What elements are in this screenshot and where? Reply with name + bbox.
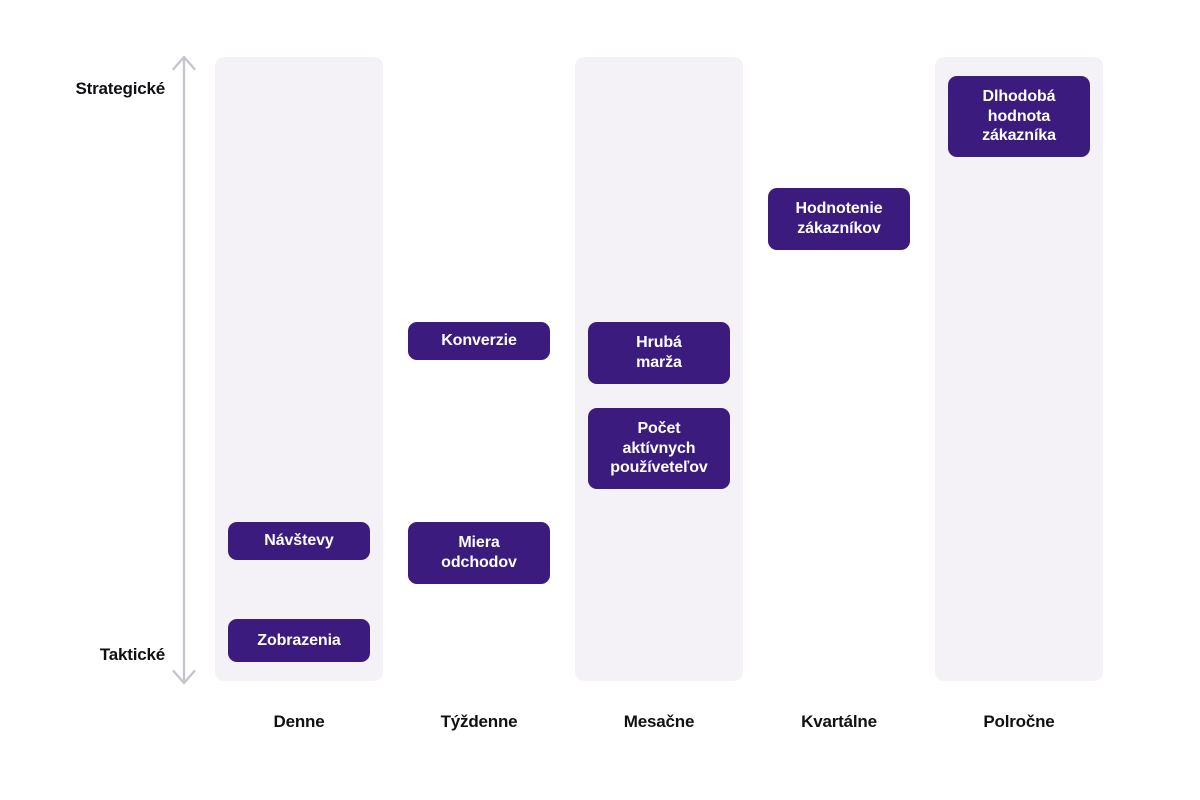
column-kvartalne: Hodnotenie zákazníkov Kvartálne <box>755 0 923 800</box>
y-axis: Strategické Taktické <box>0 0 210 800</box>
column-denne: Návštevy Zobrazenia Denne <box>215 0 383 800</box>
column-tyzdenne: Konverzie Miera odchodov Týždenne <box>395 0 563 800</box>
column-label-tyzdenne: Týždenne <box>440 712 518 731</box>
column-mesacne: Hrubá marža Počet aktívnych používeteľov… <box>575 0 743 800</box>
metric-card-miera-odchodov[interactable]: Miera odchodov <box>408 522 550 584</box>
metric-card-hruba-marza[interactable]: Hrubá marža <box>588 322 730 384</box>
column-label-denne: Denne <box>273 712 325 731</box>
metric-card-zobrazenia[interactable]: Zobrazenia <box>228 619 370 662</box>
metric-card-dlhodoba-hodnota-zakaznika[interactable]: Dlhodobá hodnota zákazníka <box>948 76 1090 157</box>
y-axis-bottom-label: Taktické <box>99 645 165 664</box>
column-band-polrocne <box>935 57 1103 681</box>
column-label-mesacne: Mesačne <box>623 712 695 731</box>
double-headed-vertical-arrow-icon <box>172 55 196 685</box>
column-label-kvartalne: Kvartálne <box>801 712 877 731</box>
metric-card-navstevy[interactable]: Návštevy <box>228 522 370 560</box>
metric-card-hodnotenie-zakaznikov[interactable]: Hodnotenie zákazníkov <box>768 188 910 250</box>
column-label-polrocne: Polročne <box>983 712 1055 731</box>
column-polrocne: Dlhodobá hodnota zákazníka Polročne <box>935 0 1103 800</box>
metric-card-pocet-aktivnych-pouzivatelov[interactable]: Počet aktívnych používeteľov <box>588 408 730 489</box>
column-band-denne <box>215 57 383 681</box>
y-axis-top-label: Strategické <box>75 79 166 98</box>
metric-card-konverzie[interactable]: Konverzie <box>408 322 550 360</box>
